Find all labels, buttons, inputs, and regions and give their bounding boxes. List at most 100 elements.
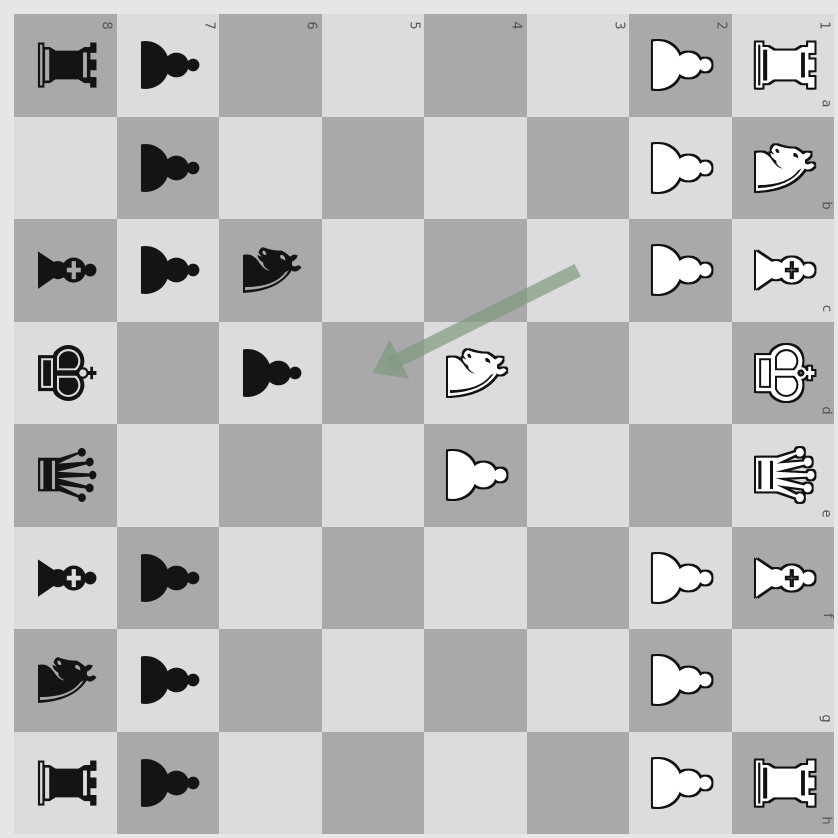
board-square[interactable]: ♞b (732, 117, 835, 220)
board-square[interactable] (219, 732, 322, 835)
black-rook-icon[interactable]: ♜ (25, 29, 105, 101)
board-square[interactable] (117, 424, 220, 527)
white-knight-icon[interactable]: ♞ (435, 337, 515, 409)
board-square[interactable]: ♟ (117, 527, 220, 630)
black-bishop-icon[interactable]: ♝ (25, 234, 105, 306)
black-pawn-icon[interactable]: ♟ (128, 234, 208, 306)
board-square[interactable]: ♝c (732, 219, 835, 322)
board-square[interactable]: g (732, 629, 835, 732)
black-pawn-icon[interactable]: ♟ (128, 29, 208, 101)
board-square[interactable] (527, 117, 630, 220)
board-square[interactable]: ♟ (629, 732, 732, 835)
black-knight-icon[interactable]: ♞ (25, 644, 105, 716)
board-square[interactable] (424, 219, 527, 322)
file-label: g (818, 714, 833, 722)
board-square[interactable] (322, 629, 425, 732)
board-square[interactable] (424, 117, 527, 220)
board-square[interactable]: ♟ (424, 424, 527, 527)
board-square[interactable] (527, 219, 630, 322)
board-square[interactable]: ♜8 (14, 14, 117, 117)
white-rook-icon[interactable]: ♜ (743, 747, 823, 819)
white-bishop-icon[interactable]: ♝ (743, 234, 823, 306)
board-square[interactable] (219, 117, 322, 220)
board-square[interactable]: ♟ (629, 527, 732, 630)
board-square[interactable]: ♜ (14, 732, 117, 835)
board-square[interactable] (219, 527, 322, 630)
black-pawn-icon[interactable]: ♟ (128, 747, 208, 819)
board-square[interactable] (424, 629, 527, 732)
board-square[interactable]: ♚d (732, 322, 835, 425)
board-square[interactable] (629, 322, 732, 425)
board-square[interactable]: ♝f (732, 527, 835, 630)
white-pawn-icon[interactable]: ♟ (640, 747, 720, 819)
white-pawn-icon[interactable]: ♟ (640, 234, 720, 306)
board-square[interactable]: ♟2 (629, 14, 732, 117)
board-square[interactable]: ♜h (732, 732, 835, 835)
board-square[interactable] (527, 732, 630, 835)
board-square[interactable] (527, 629, 630, 732)
board-square[interactable]: 4 (424, 14, 527, 117)
board-square[interactable] (322, 527, 425, 630)
white-pawn-icon[interactable]: ♟ (640, 132, 720, 204)
board-square[interactable]: 6 (219, 14, 322, 117)
black-knight-icon[interactable]: ♞ (230, 234, 310, 306)
rank-label: 1 (816, 21, 831, 29)
board-square[interactable]: ♞ (424, 322, 527, 425)
file-label: e (819, 509, 834, 517)
board-square[interactable]: ♟ (117, 219, 220, 322)
board-square[interactable] (117, 322, 220, 425)
white-knight-icon[interactable]: ♞ (743, 132, 823, 204)
board-square[interactable]: ♚ (14, 322, 117, 425)
board-square[interactable]: ♝ (14, 219, 117, 322)
black-pawn-icon[interactable]: ♟ (128, 542, 208, 614)
white-rook-icon[interactable]: ♜ (743, 29, 823, 101)
board-square[interactable] (322, 117, 425, 220)
white-king-icon[interactable]: ♚ (743, 337, 823, 409)
board-square[interactable]: ♟ (117, 732, 220, 835)
board-square[interactable]: ♛e (732, 424, 835, 527)
board-square[interactable] (14, 117, 117, 220)
black-pawn-icon[interactable]: ♟ (128, 644, 208, 716)
board-square[interactable]: ♞ (14, 629, 117, 732)
board-square[interactable] (219, 629, 322, 732)
board-square[interactable] (527, 322, 630, 425)
black-king-icon[interactable]: ♚ (25, 337, 105, 409)
white-pawn-icon[interactable]: ♟ (640, 542, 720, 614)
rank-label: 8 (99, 21, 114, 29)
board-square[interactable] (322, 424, 425, 527)
black-rook-icon[interactable]: ♜ (25, 747, 105, 819)
board-square[interactable]: ♟ (629, 219, 732, 322)
board-square[interactable]: 3 (527, 14, 630, 117)
board-square[interactable]: ♟ (629, 117, 732, 220)
board-square[interactable] (424, 732, 527, 835)
black-queen-icon[interactable]: ♛ (25, 439, 105, 511)
board-square[interactable] (322, 219, 425, 322)
board-square[interactable] (424, 527, 527, 630)
white-pawn-icon[interactable]: ♟ (640, 644, 720, 716)
board-square[interactable]: ♟ (117, 117, 220, 220)
board-square[interactable] (527, 527, 630, 630)
board-square[interactable]: 5 (322, 14, 425, 117)
board-square[interactable]: ♟ (117, 629, 220, 732)
file-label: h (818, 816, 833, 824)
board-square[interactable]: ♞ (219, 219, 322, 322)
board-square[interactable]: ♛ (14, 424, 117, 527)
black-bishop-icon[interactable]: ♝ (25, 542, 105, 614)
board-square[interactable]: ♟7 (117, 14, 220, 117)
black-pawn-icon[interactable]: ♟ (230, 337, 310, 409)
board-square[interactable]: ♟ (219, 322, 322, 425)
board-square[interactable] (629, 424, 732, 527)
white-pawn-icon[interactable]: ♟ (435, 439, 515, 511)
board-square[interactable] (322, 322, 425, 425)
board-square[interactable] (219, 424, 322, 527)
board-square[interactable] (527, 424, 630, 527)
board-square[interactable]: ♝ (14, 527, 117, 630)
board-square[interactable]: ♟ (629, 629, 732, 732)
white-queen-icon[interactable]: ♛ (743, 439, 823, 511)
white-bishop-icon[interactable]: ♝ (743, 542, 823, 614)
black-pawn-icon[interactable]: ♟ (128, 132, 208, 204)
white-pawn-icon[interactable]: ♟ (640, 29, 720, 101)
board-square[interactable] (322, 732, 425, 835)
